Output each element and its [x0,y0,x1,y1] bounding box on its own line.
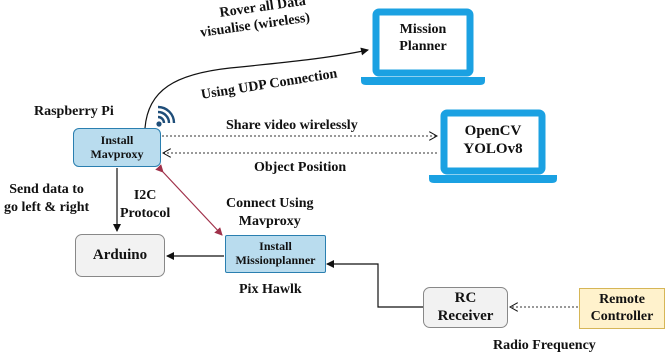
mission-planner-line1: Mission [399,22,447,37]
remote-controller-line1: Remote [599,292,645,308]
radio-frequency-label: Radio Frequency [493,338,596,353]
raspberry-pi-box: Install Mavproxy [73,128,161,167]
pixhawk-box-line2: Missionplanner [235,253,316,267]
object-position-label: Object Position [254,160,347,175]
send-data-line1: Send data to [9,182,84,197]
opencv-line1: OpenCV [464,123,522,139]
pixhawk-box-line1: Install [259,239,292,254]
rc-receiver-box: RC Receiver [423,287,508,328]
edge-rc-to-pixhawk [326,260,423,308]
connect-label: Connect Using Mavproxy [226,195,314,230]
raspberry-pi-box-line1: Install [100,132,134,147]
connect-line1: Connect Using [226,196,314,211]
arduino-label: Arduino [92,246,148,263]
arduino-box: Arduino [75,234,165,277]
wifi-icon [156,105,176,127]
send-data-line2: go left & right [4,199,90,215]
mission-planner-line2: Planner [399,38,447,54]
raspberry-pi-box-line2: Mavproxy [90,146,144,161]
remote-controller-line2: Controller [590,308,654,324]
edge-rpi-to-mission-planner [144,47,369,129]
i2c-line1: I2C [133,188,157,203]
pixhawk-box: Install Missionplanner [225,235,326,273]
pixhawk-title: Pix Hawlk [239,282,302,297]
opencv-line2: YOLOv8 [463,141,523,157]
edge-rpi-pixhawk [155,164,223,236]
rc-receiver-line2: Receiver [437,307,494,324]
i2c-label: I2C Protocol [120,187,170,222]
raspberry-pi-title: Raspberry Pi [34,104,114,119]
i2c-line2: Protocol [120,205,171,221]
laptop-icon [429,109,557,183]
rc-receiver-line1: RC [454,290,477,307]
mission-planner-label: Mission Planner [380,22,466,56]
remote-controller-box: Remote Controller [579,288,665,329]
laptop-icon [361,8,485,85]
share-video-label: Share video wirelessly [226,118,358,133]
connect-line2: Mavproxy [238,213,301,229]
send-data-label: Send data to go left & right [4,181,89,216]
opencv-label: OpenCV YOLOv8 [448,122,538,158]
